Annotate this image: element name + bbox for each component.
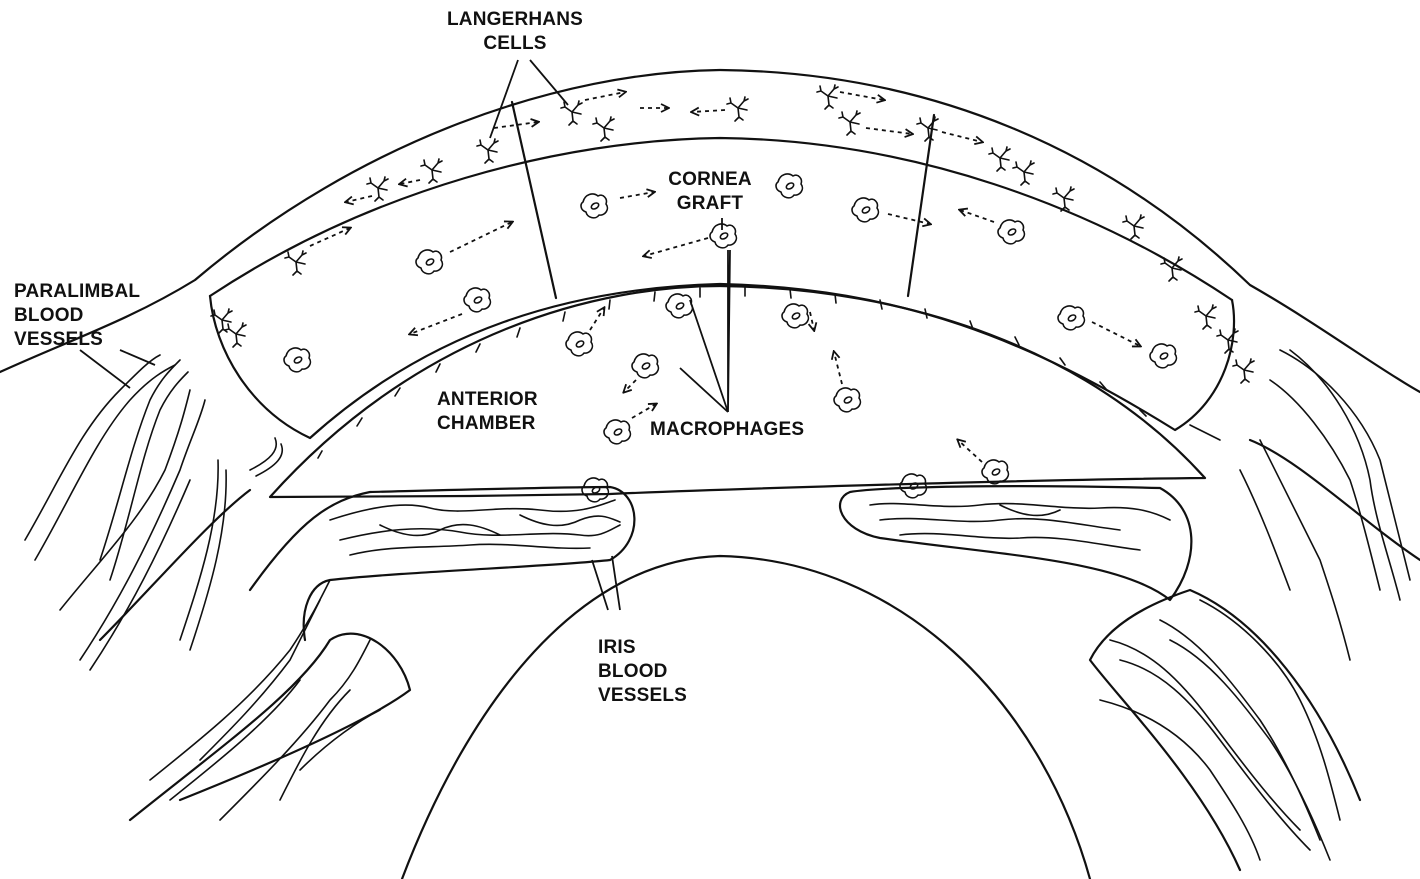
macrophage-cell-icon	[1058, 306, 1084, 330]
lens	[402, 556, 1090, 879]
dendritic-cell-icon	[817, 85, 838, 109]
cornea-graft-label: CORNEA GRAFT	[655, 168, 765, 216]
macrophage-cell-icon	[852, 198, 878, 222]
label-line: IRIS	[598, 636, 687, 660]
macrophage-cell-icon	[710, 224, 736, 248]
graft-right-boundary	[908, 115, 934, 296]
dendritic-cell-icon	[1217, 329, 1238, 353]
dendritic-cell-icon	[1161, 257, 1182, 281]
label-line: ANTERIOR	[437, 388, 538, 412]
paralimbal-pointer	[80, 350, 155, 388]
dendritic-cell-icon	[917, 117, 938, 141]
anterior-chamber	[270, 286, 1205, 497]
iris-vessels-left	[330, 500, 620, 555]
macrophage-cell-icon	[632, 354, 658, 378]
label-line: CHAMBER	[437, 412, 538, 436]
label-line: BLOOD	[598, 660, 687, 684]
dendritic-cell-icon	[225, 323, 246, 347]
dendritic-cell-icon	[1195, 305, 1216, 329]
macrophage-cell-icon	[900, 474, 926, 498]
dendritic-cell-icon	[593, 117, 614, 141]
dendritic-cell-icon	[727, 97, 748, 121]
label-line: BLOOD	[14, 304, 140, 328]
macrophage-cell-icon	[464, 288, 490, 312]
macrophages-label: MACROPHAGES	[650, 418, 804, 442]
dendritic-cell-icon	[367, 177, 388, 201]
label-line: MACROPHAGES	[650, 418, 804, 442]
dendritic-cell-icon	[285, 251, 306, 275]
langerhans-cells	[211, 85, 1254, 383]
anterior-chamber-label: ANTERIOR CHAMBER	[437, 388, 538, 436]
macrophage-cell-icon	[776, 174, 802, 198]
macrophage-cell-icon	[581, 194, 607, 218]
label-line: VESSELS	[598, 684, 687, 708]
dendritic-cell-icon	[989, 147, 1010, 171]
langerhans-cells-label: LANGERHANS CELLS	[446, 8, 584, 56]
macrophages-pointer	[680, 250, 730, 412]
macrophage-cell-icon	[416, 250, 442, 274]
macrophage-cell-icon	[666, 294, 692, 318]
label-line: CELLS	[446, 32, 584, 56]
dendritic-cell-icon	[561, 101, 582, 125]
macrophage-cell-icon	[834, 388, 860, 412]
macrophage-cell-icon	[604, 420, 630, 444]
macrophage-cell-icon	[998, 220, 1024, 244]
macrophage-cell-icon	[582, 478, 608, 502]
dendritic-cell-icon	[477, 139, 498, 163]
macrophage-cell-icon	[1150, 344, 1176, 368]
iris-pointer	[592, 556, 620, 610]
macrophage-cell-icon	[566, 332, 592, 356]
dendritic-cell-icon	[1013, 161, 1034, 185]
dendritic-cell-icon	[1233, 359, 1254, 383]
langerhans-arrows	[310, 92, 982, 246]
paralimbal-vessels-right	[1100, 350, 1410, 860]
dendritic-cell-icon	[1123, 215, 1144, 239]
macrophage-cell-icon	[982, 460, 1008, 484]
label-line: CORNEA	[655, 168, 765, 192]
label-line: PARALIMBAL	[14, 280, 140, 304]
macrophage-cell-icon	[284, 348, 310, 372]
macrophages	[284, 174, 1176, 502]
label-line: LANGERHANS	[446, 8, 584, 32]
dendritic-cell-icon	[421, 159, 442, 183]
label-line: GRAFT	[655, 192, 765, 216]
dendritic-cell-icon	[839, 111, 860, 135]
label-line: VESSELS	[14, 328, 140, 352]
iris-blood-vessels-label: IRIS BLOOD VESSELS	[598, 636, 687, 708]
graft-left-boundary	[512, 102, 556, 298]
macrophage-cell-icon	[782, 304, 808, 328]
epithelium-line	[210, 138, 1232, 300]
cornea-outer-surface	[0, 70, 1420, 392]
paralimbal-blood-vessels-label: PARALIMBAL BLOOD VESSELS	[14, 280, 140, 352]
